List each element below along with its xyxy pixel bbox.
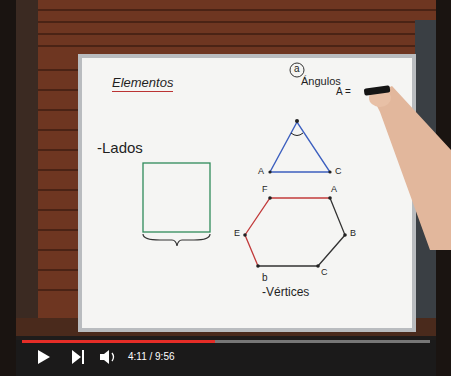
volume-icon: [100, 350, 109, 364]
marker: [364, 85, 391, 96]
hexagon-left: [245, 198, 330, 266]
board-surface: [82, 58, 412, 328]
progress-fill: [22, 340, 215, 343]
window-frame: [16, 0, 38, 340]
player-bar: [16, 336, 436, 376]
section-letter: a: [294, 63, 300, 74]
vertex-label: E: [234, 229, 240, 239]
vertex-label: F: [262, 185, 268, 195]
brace: [143, 234, 210, 246]
board-frame: [78, 54, 416, 332]
section-letter: b: [262, 272, 268, 283]
section-heading: -Lados: [97, 140, 143, 157]
vertex-label: C: [335, 167, 342, 177]
square-figure: [143, 163, 210, 232]
progress-track: [22, 340, 430, 343]
board-title: Elementos: [112, 76, 173, 92]
section-heading: Ángulos: [301, 75, 341, 87]
next-icon: [72, 350, 81, 364]
angle-arc: [291, 133, 303, 136]
vertex-label: B: [350, 229, 356, 239]
triangle-figure: [270, 122, 330, 172]
circle-mark: [290, 63, 304, 77]
vertex-label: C: [321, 268, 328, 278]
formula-text: A =: [336, 86, 351, 97]
video-time: 4:11 / 9:56: [128, 351, 175, 362]
arm: [372, 86, 451, 250]
vertex-dots: [243, 196, 347, 268]
shutter-wall: [16, 0, 436, 340]
hexagon-right: [258, 198, 345, 266]
section-heading: -Vértices: [262, 286, 309, 299]
vertex-label: A: [331, 185, 337, 195]
play-icon: [38, 350, 50, 364]
vertex-label: A: [258, 167, 264, 177]
